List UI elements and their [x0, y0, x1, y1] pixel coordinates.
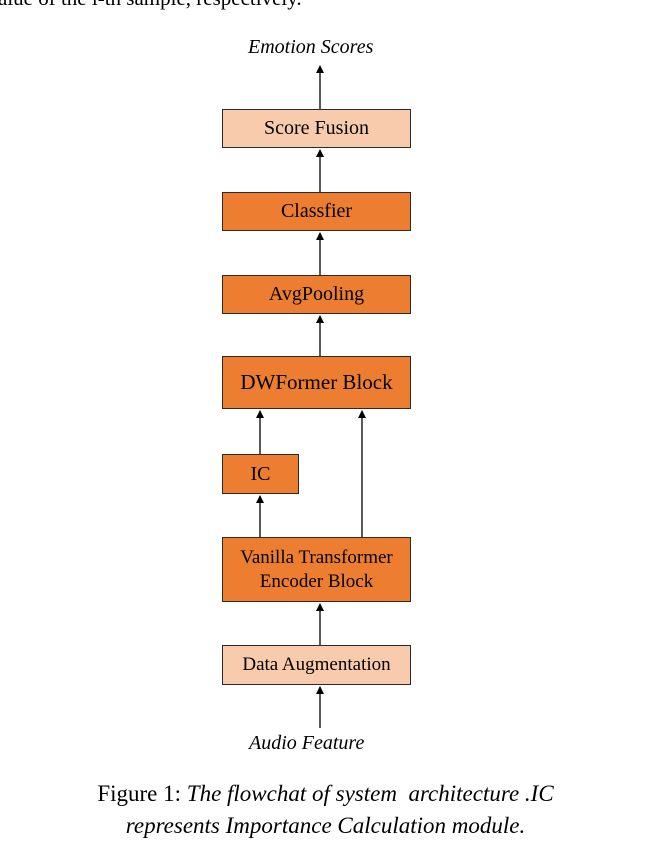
vanilla-transformer-box: Vanilla Transformer Encoder Block — [222, 537, 411, 602]
dwformer-block-box: DWFormer Block — [222, 356, 411, 409]
avgpooling-label: AvgPooling — [268, 283, 365, 305]
classifier-label: Classfier — [280, 200, 353, 222]
caption-line-2: represents Importance Calculation module… — [125, 813, 526, 838]
ic-box: IC — [222, 454, 299, 494]
top-text-fragment: alue of the i-th sample, respectively. — [0, 0, 651, 16]
caption-prefix: Figure 1: — [97, 781, 187, 806]
ic-label: IC — [250, 462, 271, 485]
score-fusion-box: Score Fusion — [222, 109, 411, 148]
caption-line-1: Figure 1: The flowchat of system archite… — [0, 778, 651, 810]
figure-caption: Figure 1: The flowchat of system archite… — [0, 778, 651, 842]
data-augmentation-box: Data Augmentation — [222, 645, 411, 685]
score-fusion-label: Score Fusion — [264, 117, 369, 139]
data-augmentation-label: Data Augmentation — [242, 654, 391, 676]
vanilla-transformer-line2: Encoder Block — [259, 570, 374, 592]
classifier-box: Classfier — [222, 192, 411, 231]
vanilla-transformer-line1: Vanilla Transformer — [240, 546, 393, 568]
avgpooling-box: AvgPooling — [222, 275, 411, 314]
dwformer-block-label: DWFormer Block — [240, 370, 393, 395]
output-label: Emotion Scores — [248, 36, 374, 58]
caption-line1-italic: The flowchat of system architecture .IC — [186, 781, 554, 806]
input-label: Audio Feature — [249, 732, 365, 754]
